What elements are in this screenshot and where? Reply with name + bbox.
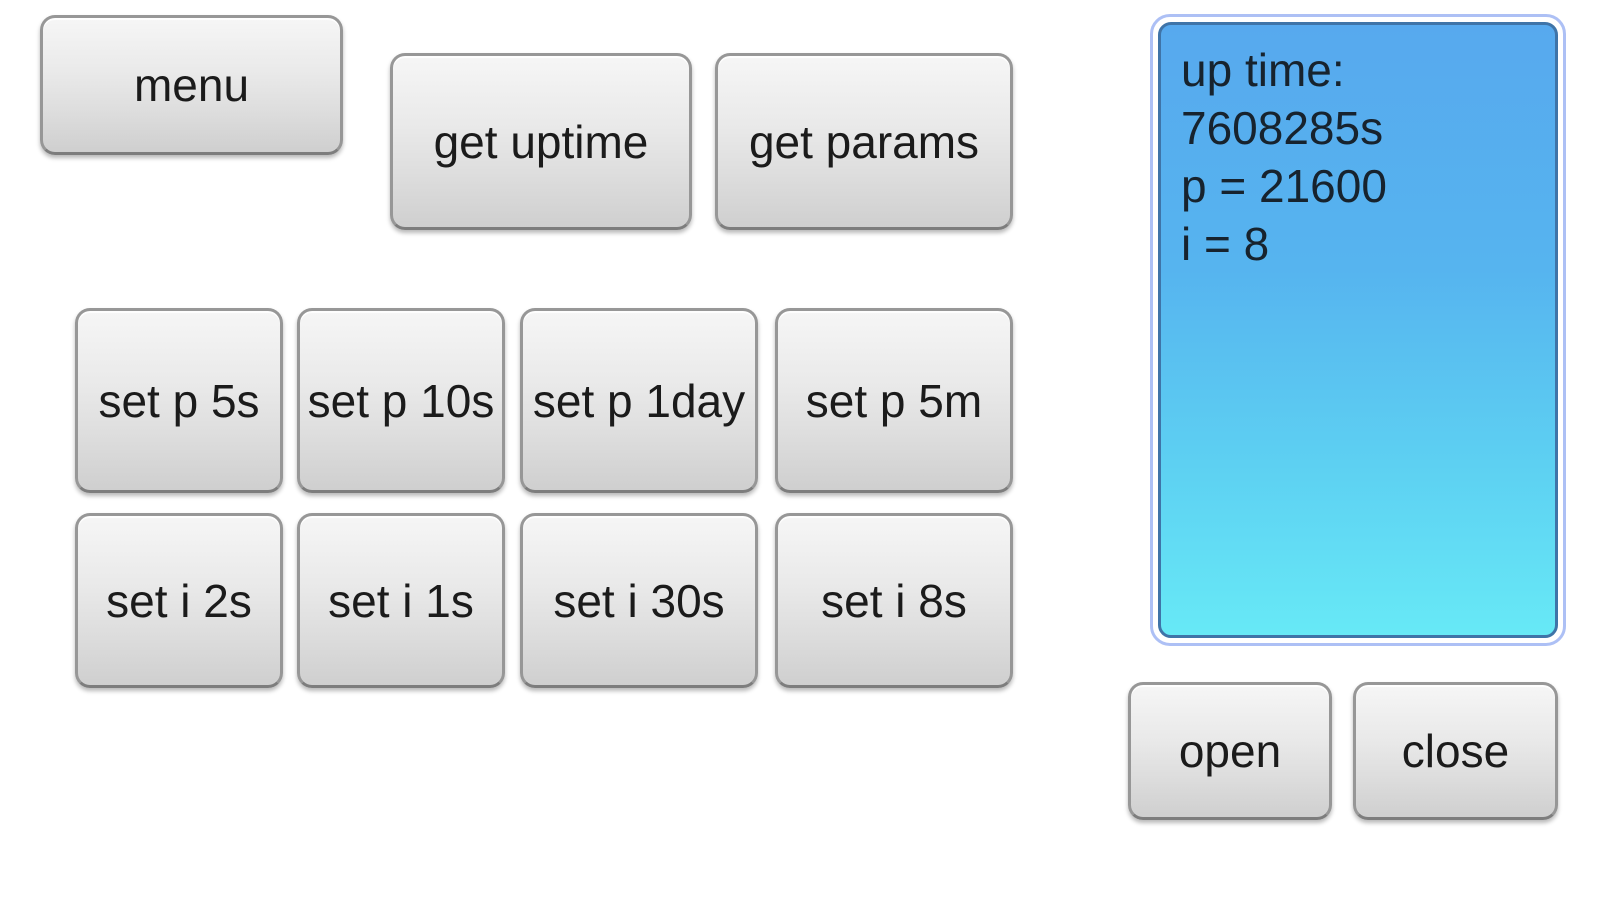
status-panel: up time: 7608285s p = 21600 i = 8	[1150, 14, 1566, 646]
set-i-8s-button[interactable]: set i 8s	[775, 513, 1013, 688]
open-button[interactable]: open	[1128, 682, 1332, 820]
status-line-uptime-value: 7608285s	[1181, 102, 1384, 154]
status-line-p-value: p = 21600	[1181, 160, 1387, 212]
get-uptime-button[interactable]: get uptime	[390, 53, 692, 230]
set-i-30s-button[interactable]: set i 30s	[520, 513, 758, 688]
status-line-uptime-label: up time:	[1181, 44, 1345, 96]
get-params-button[interactable]: get params	[715, 53, 1013, 230]
set-p-5s-button[interactable]: set p 5s	[75, 308, 283, 493]
set-i-2s-button[interactable]: set i 2s	[75, 513, 283, 688]
set-p-1day-button[interactable]: set p 1day	[520, 308, 758, 493]
menu-button[interactable]: menu	[40, 15, 343, 155]
status-line-i-value: i = 8	[1181, 218, 1270, 270]
close-button[interactable]: close	[1353, 682, 1558, 820]
status-panel-body: up time: 7608285s p = 21600 i = 8	[1158, 22, 1558, 638]
set-i-1s-button[interactable]: set i 1s	[297, 513, 505, 688]
set-p-5m-button[interactable]: set p 5m	[775, 308, 1013, 493]
set-p-10s-button[interactable]: set p 10s	[297, 308, 505, 493]
